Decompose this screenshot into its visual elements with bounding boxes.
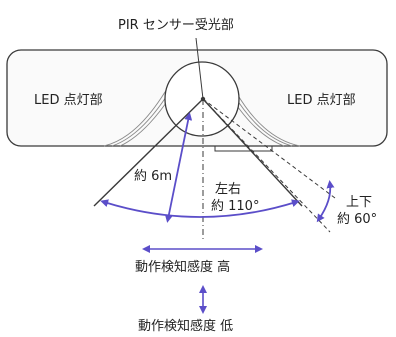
horizontal-angle-value: 約 110° <box>211 199 259 214</box>
vertical-angle-value: 約 60° <box>337 212 377 227</box>
sensor-callout-line <box>195 37 204 100</box>
sensor-label: PIR センサー受光部 <box>118 18 234 33</box>
sensitivity-high-label: 動作検知感度 高 <box>135 259 230 275</box>
vertical-angle-title: 上下 <box>346 195 372 210</box>
sensitivity-low-label: 動作検知感度 低 <box>138 318 233 334</box>
range-label: 約 6m <box>134 169 172 184</box>
vertical-angle-arc <box>316 180 335 223</box>
horizontal-angle-title: 左右 <box>215 182 241 197</box>
led-left-label: LED 点灯部 <box>34 93 103 108</box>
led-right-label: LED 点灯部 <box>287 93 356 108</box>
housing-rim <box>214 146 273 152</box>
vertical-lower-dashed <box>202 98 331 233</box>
horizontal-angle-arc <box>100 199 300 218</box>
